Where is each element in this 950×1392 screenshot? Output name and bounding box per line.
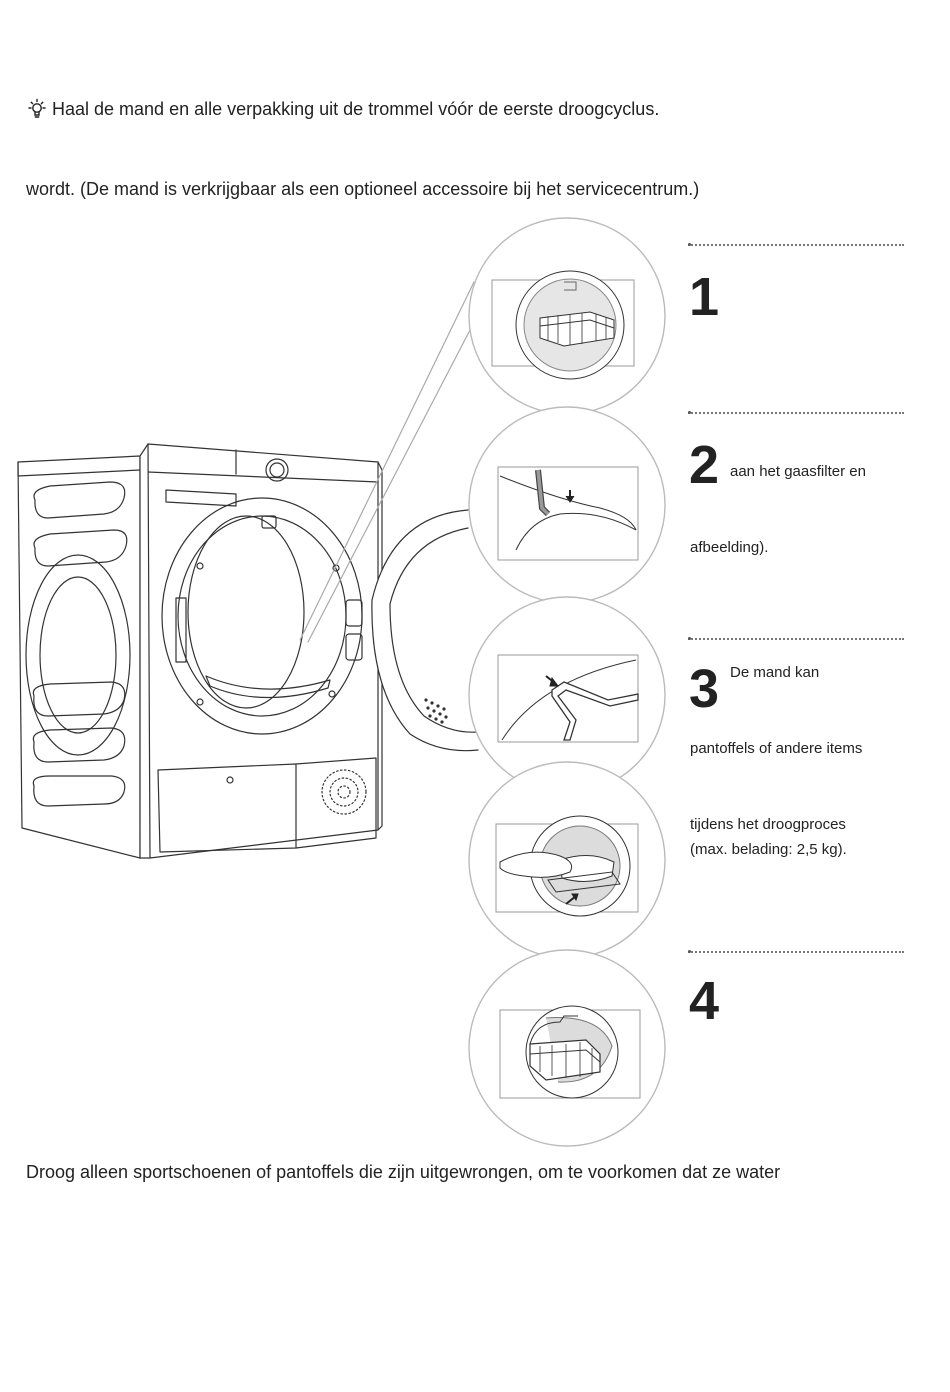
step-3-text-line2: pantoffels of andere items [690,740,863,757]
dryer-front [139,443,383,859]
step-circles [468,217,666,1147]
step-4-image [499,1005,641,1099]
lightbulb-icon [28,98,46,118]
step-3-text: De mand kan [730,664,820,681]
step-2-image [497,466,639,561]
step-3-text-line4: (max. belading: 2,5 kg). [690,841,847,858]
step-4-number: 4 [689,971,720,1031]
dryer-open-door [345,509,479,752]
step-1-image [491,270,635,380]
tip-text: Haal de mand en alle verpakking uit de t… [52,99,660,119]
step-3-text-line3: tijdens het droogproces [690,816,846,833]
step-1-divider [688,243,904,246]
step-3b-image [495,815,639,917]
intro-line-2: wordt. (De mand is verkrijgbaar als een … [26,179,700,199]
step-3-number: 3 [689,659,720,719]
tip-line: Haal de mand en alle verpakking uit de t… [26,98,659,120]
step-2-divider [688,411,904,414]
step-4-divider [688,950,904,953]
step-1-number: 1 [689,267,720,327]
footer-text: Droog alleen sportschoenen of pantoffels… [26,1162,781,1182]
step-2-text-cont: afbeelding). [690,539,769,556]
dryer-side-panel [17,455,141,859]
step-3-image [497,654,639,743]
step-2-text: aan het gaasfilter en [730,463,866,480]
step-3-divider [688,637,904,640]
step-2-number: 2 [689,435,720,495]
